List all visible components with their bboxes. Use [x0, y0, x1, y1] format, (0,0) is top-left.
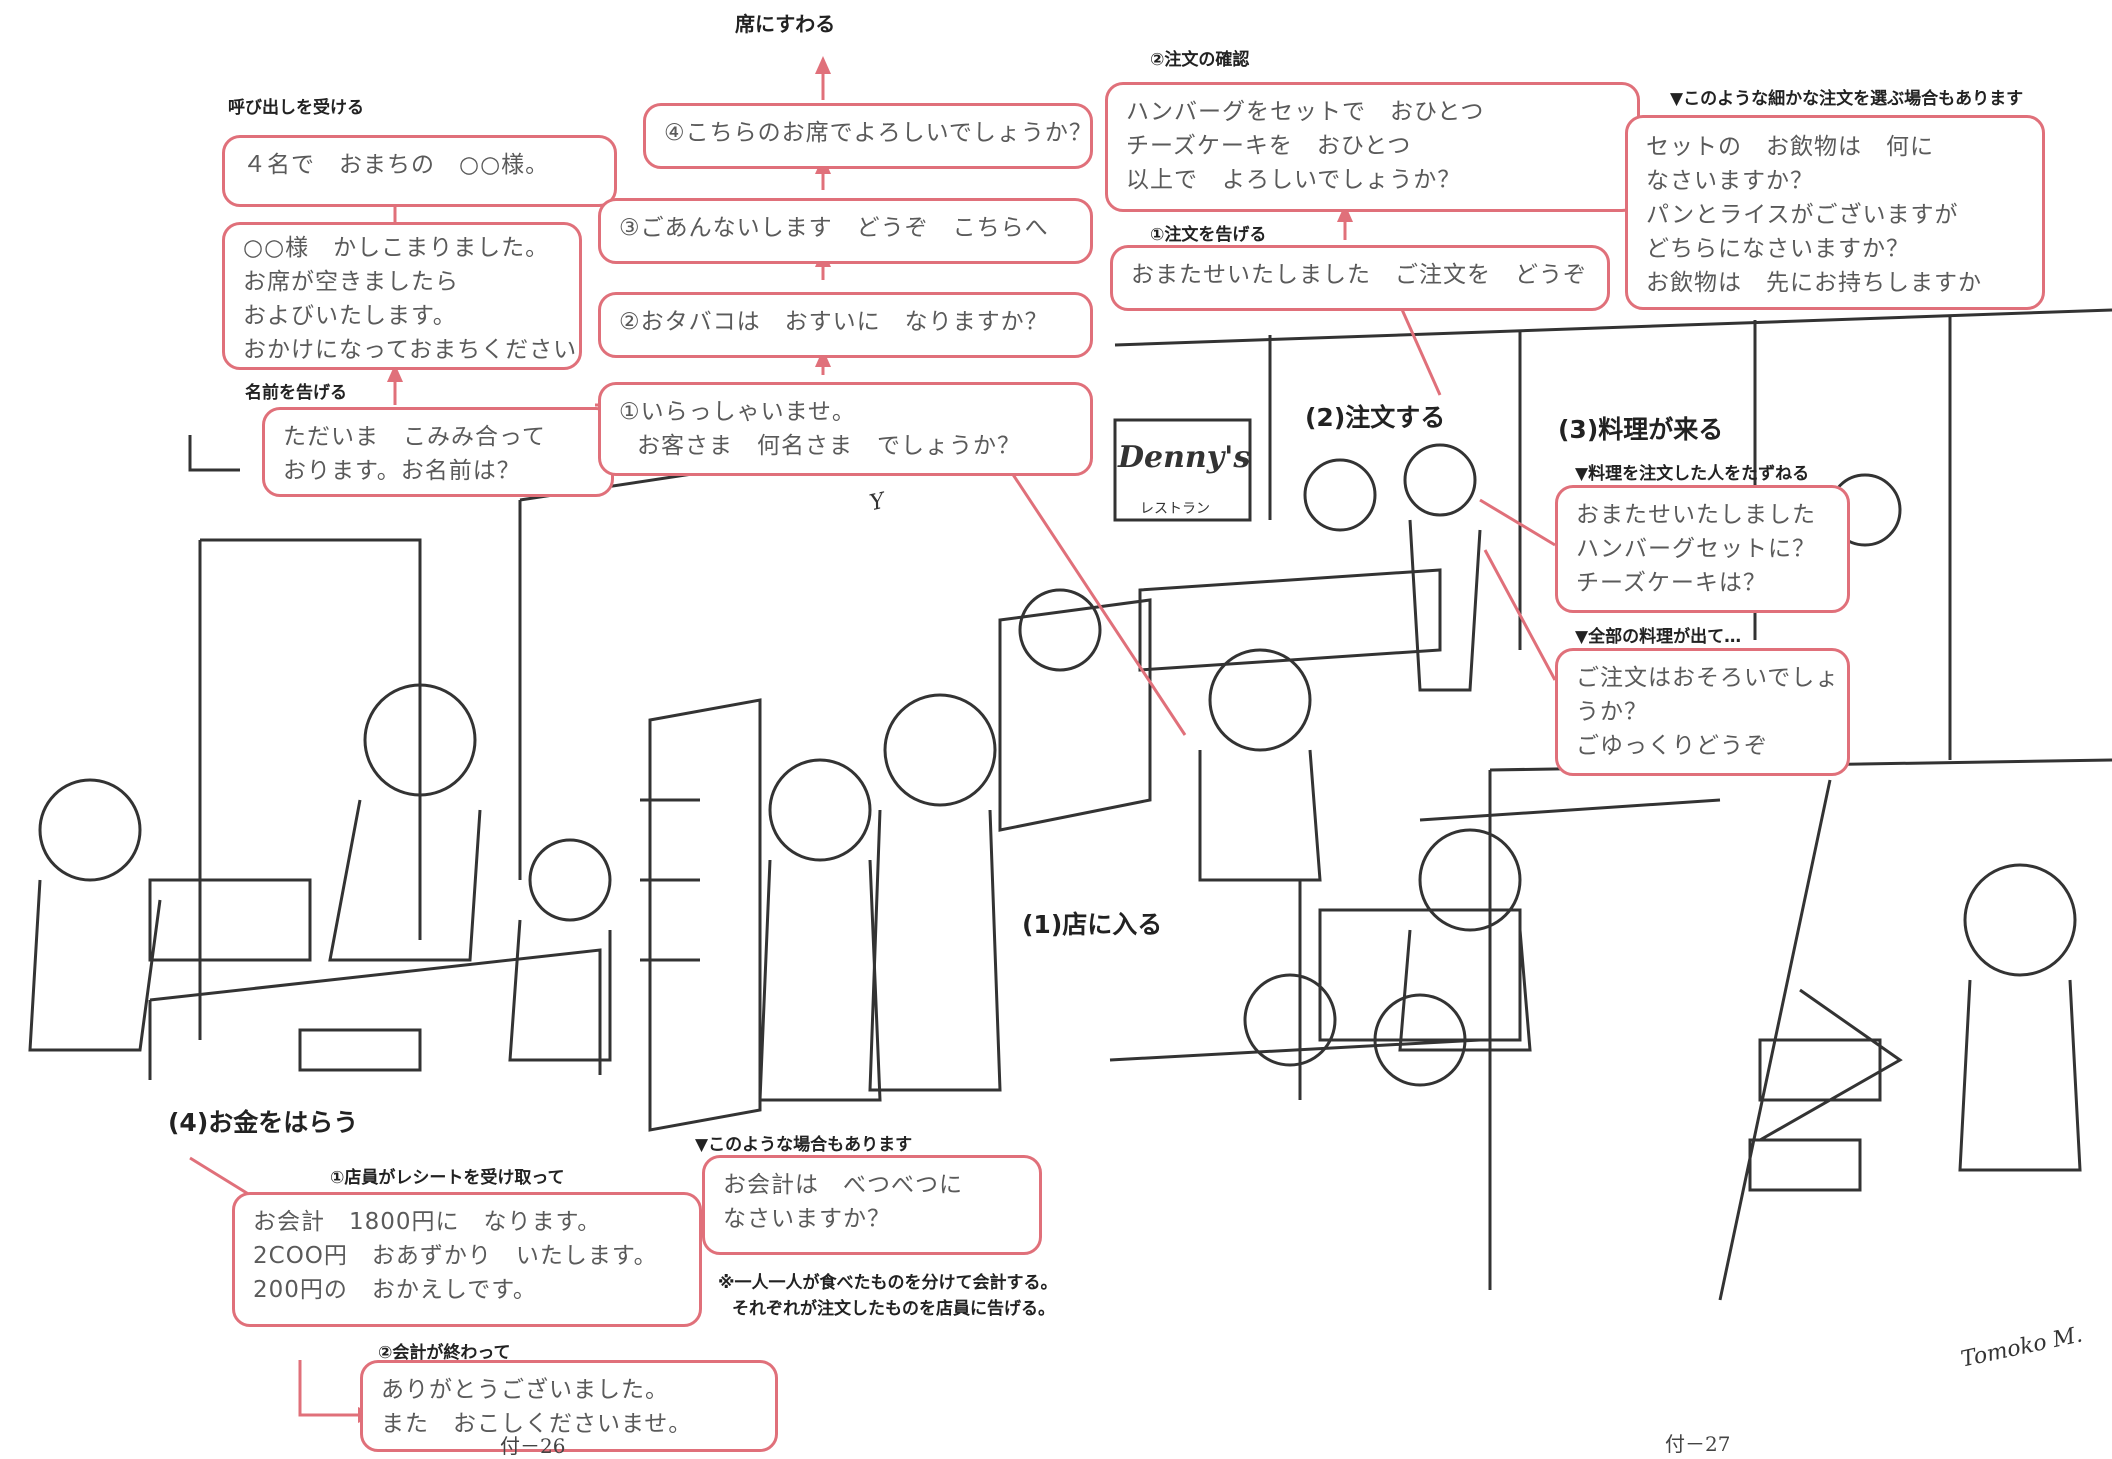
speech-box-receipt: お会計 1800円に なります。 2COO円 おあずかり いたします。 200円…: [232, 1192, 702, 1327]
speech-line: お会計は べつべつに: [723, 1172, 963, 1198]
speech-line: 200円の おかえしです。: [253, 1277, 537, 1303]
label-special-case: ▼このような場合もあります: [695, 1135, 913, 1155]
speech-box-call: ４名で おまちの ○○様。: [222, 135, 617, 207]
speech-line: ごゆっくりどうぞ: [1576, 733, 1768, 759]
speech-line: お会計 1800円に なります。: [253, 1209, 602, 1235]
speech-line: チーズケーキは？: [1576, 570, 1767, 596]
label-receive-call: 呼び出しを受ける: [228, 98, 364, 118]
restaurant-sign: Denny's: [1118, 440, 1251, 475]
speech-line: ③ごあんないします どうぞ こちらへ: [619, 215, 1049, 241]
speech-box-wait: ○○様 かしこまりました。 お席が空きましたら およびいたします。 おかけになっ…: [222, 222, 582, 370]
speech-line: パンとライスがございますが: [1646, 202, 1959, 228]
page-number-left: 付－26: [500, 1434, 566, 1458]
speech-line: おまたせいたしました: [1576, 502, 1816, 528]
speech-line: ②おタバコは おすいに なりますか？: [619, 309, 1049, 335]
section-enter-store: (1)店に入る: [1022, 910, 1163, 939]
speech-line: 2COO円 おあずかり いたします。: [253, 1243, 658, 1269]
speech-line: ありがとうございました。: [381, 1377, 669, 1403]
section-order: (2)注文する: [1305, 403, 1446, 432]
speech-line: おまたせいたしました ご注文を どうぞ: [1131, 262, 1587, 288]
label-order-confirm: ②注文の確認: [1150, 50, 1250, 70]
label-give-name: 名前を告げる: [245, 383, 347, 403]
speech-box-step2: ②おタバコは おすいに なりますか？: [598, 292, 1093, 358]
speech-line: なさいますか？: [723, 1206, 891, 1232]
label-tell-order: ①注文を告げる: [1150, 225, 1267, 245]
note-separate-checks: ※一人一人が食べたものを分けて会計する。 それぞれが注文したものを店員に告げる。: [718, 1270, 1098, 1322]
speech-line: なさいますか？: [1646, 168, 1814, 194]
speech-box-detail-order: セットの お飲物は 何に なさいますか？ パンとライスがございますが どちらにな…: [1625, 115, 2045, 310]
speech-line: ハンバーグセットに？: [1576, 536, 1816, 562]
speech-line: およびいたします。: [243, 303, 457, 329]
speech-line: お飲物は 先にお持ちしますか: [1646, 270, 1982, 296]
speech-box-ask-who-ordered: おまたせいたしました ハンバーグセットに？ チーズケーキは？: [1555, 485, 1850, 613]
speech-line: どちらになさいますか？: [1646, 236, 1910, 262]
speech-line: ④こちらのお席でよろしいでしょうか？: [664, 120, 1093, 146]
speech-box-all-served: ご注文はおそろいでしょ うか？ ごゆっくりどうぞ: [1555, 648, 1850, 776]
speech-line: ４名で おまちの ○○様。: [243, 152, 550, 178]
speech-line: また おこしくださいませ。: [381, 1411, 693, 1437]
label-all-served: ▼全部の料理が出て…: [1575, 627, 1742, 647]
speech-line: ハンバーグをセットで おひとつ: [1126, 99, 1485, 125]
speech-box-step1: ①いらっしゃいませ。 お客さま 何名さま でしょうか？: [598, 382, 1093, 476]
label-receipt: ①店員がレシートを受け取って: [330, 1168, 565, 1188]
section-pay: (4)お金をはらう: [168, 1108, 359, 1137]
heading-sit-down: 席にすわる: [735, 12, 836, 36]
speech-line: ただいま こみみ合って: [283, 424, 546, 450]
label-ask-who-ordered: ▼料理を注文した人をたずねる: [1575, 464, 1810, 484]
speech-box-order-confirm: ハンバーグをセットで おひとつ チーズケーキを おひとつ 以上で よろしいでしょ…: [1105, 82, 1640, 212]
speech-box-name: ただいま こみみ合って おります。お名前は？: [262, 407, 614, 497]
speech-line: セットの お飲物は 何に: [1646, 134, 1934, 160]
note-line: それぞれが注文したものを店員に告げる。: [732, 1299, 1055, 1319]
speech-line: ご注文はおそろいでしょ: [1576, 665, 1840, 691]
speech-line: チーズケーキを おひとつ: [1126, 133, 1412, 159]
note-line: ※一人一人が食べたものを分けて会計する。: [718, 1273, 1058, 1293]
label-detail-order: ▼このような細かな注文を選ぶ場合もあります: [1670, 89, 2024, 109]
section-food-arrives: (3)料理が来る: [1558, 415, 1724, 444]
speech-line: ①いらっしゃいませ。: [619, 399, 856, 425]
speech-line: ○○様 かしこまりました。: [243, 235, 550, 261]
speech-line: おります。お名前は？: [283, 458, 521, 484]
speech-box-thanks: ありがとうございました。 また おこしくださいませ。: [360, 1360, 778, 1452]
speech-box-tell-order: おまたせいたしました ご注文を どうぞ: [1110, 245, 1610, 311]
restaurant-sign-sub: レストラン: [1140, 501, 1210, 517]
page-number-right: 付－27: [1665, 1432, 1731, 1456]
speech-box-step3: ③ごあんないします どうぞ こちらへ: [598, 198, 1093, 264]
speech-line: お客さま 何名さま でしょうか？: [637, 433, 1021, 459]
speech-line: おかけになっておまちください: [243, 337, 578, 363]
speech-line: うか？: [1576, 699, 1648, 725]
speech-box-separate-checks: お会計は べつべつに なさいますか？: [702, 1155, 1042, 1255]
label-payment-done: ②会計が終わって: [378, 1343, 511, 1363]
speech-box-step4: ④こちらのお席でよろしいでしょうか？: [643, 103, 1093, 169]
speech-line: お席が空きましたら: [243, 269, 459, 295]
speech-line: 以上で よろしいでしょうか？: [1126, 167, 1462, 193]
